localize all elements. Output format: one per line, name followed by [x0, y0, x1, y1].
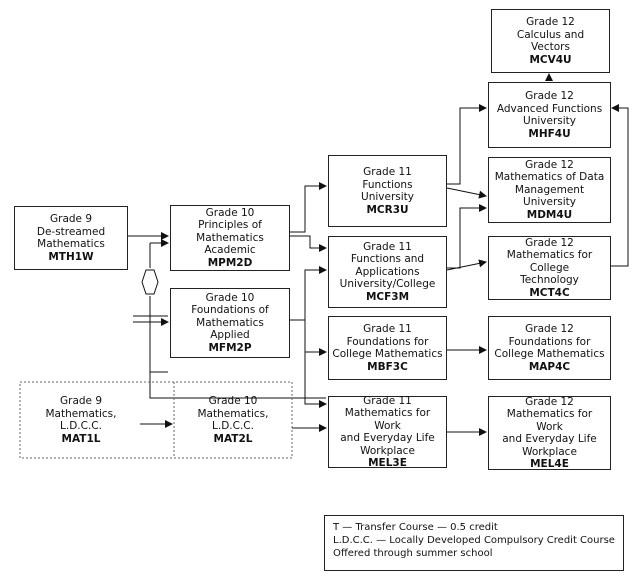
course-code: MDM4U	[526, 208, 573, 221]
course-name-line: Management	[514, 183, 585, 196]
course-mat2l: Grade 10 Mathematics, L.D.C.C. MAT2L	[176, 386, 290, 454]
arrow-mcr3u-mhf4u	[447, 104, 487, 185]
course-grade: Grade 11	[363, 166, 412, 178]
course-mcv4u: Grade 12 Calculus and Vectors MCV4U	[491, 9, 610, 73]
course-mct4c: Grade 12 Mathematics for College Technol…	[488, 236, 611, 300]
course-name-line: Mathematics, L.D.C.C.	[197, 407, 269, 433]
arrow-mcr3u-mdm4u	[446, 187, 487, 199]
arrow-mfm2p-mel3e	[304, 352, 327, 408]
course-name-line: University	[523, 196, 576, 209]
course-code: MFM2P	[208, 341, 252, 354]
course-name-line: Workplace	[522, 445, 577, 458]
course-mhf4u: Grade 12 Advanced Functions University M…	[488, 82, 611, 148]
course-mfm2p: Grade 10 Foundations of Mathematics Appl…	[170, 288, 290, 358]
course-code: MCF3M	[365, 290, 410, 303]
legend-summer: Offered through summer school	[333, 548, 493, 559]
course-name-line: Foundations of	[191, 304, 269, 317]
course-code: MHF4U	[528, 127, 571, 140]
course-grade: Grade 9	[49, 213, 93, 225]
course-grade: Grade 10	[205, 206, 255, 219]
course-grade: Grade 11	[363, 394, 412, 407]
course-name-line: University	[361, 191, 414, 203]
course-name-line: Mathematics	[196, 231, 264, 244]
course-name-line: Functions	[362, 178, 413, 191]
course-code: MAP4C	[528, 360, 571, 373]
course-name-line: De-streamed	[36, 225, 106, 238]
arrow-mfm2p-mel3e-2	[149, 372, 326, 399]
arrow-mcf3m-mdm4u	[447, 204, 487, 269]
arrow-mpm2d-mcf3m	[290, 235, 327, 252]
course-name-line: Mathematics for Work	[344, 407, 431, 432]
course-code: MAT1L	[61, 432, 101, 445]
course-grade: Grade 12	[525, 323, 574, 335]
course-code: MBF3C	[367, 360, 408, 373]
course-name-line: Calculus and	[516, 28, 585, 41]
course-name-line: and Everyday Life	[340, 432, 435, 444]
course-code: MCT4C	[529, 286, 570, 299]
course-name-line: and Everyday Life	[502, 433, 597, 445]
course-map4c: Grade 12 Foundations for College Mathema…	[488, 316, 611, 380]
course-grade: Grade 12	[525, 90, 574, 102]
course-name-line: Mathematics	[37, 238, 105, 250]
course-name-line: Functions and	[350, 253, 425, 266]
course-code: MEL4E	[530, 458, 569, 470]
course-grade: Grade 11	[363, 240, 412, 253]
course-name-line: Vectors	[531, 41, 570, 53]
course-mel3e: Grade 11 Mathematics for Work and Everyd…	[328, 394, 447, 469]
course-mbf3c: Grade 11 Foundations for College Mathema…	[328, 316, 447, 380]
course-name-line: University	[523, 115, 576, 127]
course-name-line: Technology	[520, 274, 579, 287]
course-name-line: Mathematics for College	[506, 249, 593, 274]
course-name-line: Workplace	[360, 444, 415, 457]
course-name-line: Advanced Functions	[496, 102, 603, 115]
course-mdm4u: Grade 12 Mathematics of Data Management …	[488, 157, 611, 223]
course-grade: Grade 12	[525, 236, 574, 249]
arrow-mcf3m-mct4c	[446, 259, 487, 271]
course-code: MPM2D	[207, 256, 253, 269]
course-name-line: Mathematics of Data	[494, 171, 605, 184]
arrow-mct4c-mhf4u	[611, 104, 629, 267]
course-mat1l: Grade 9 Mathematics, L.D.C.C. MAT1L	[24, 386, 138, 454]
arrow-mpm2d-mcr3u	[290, 182, 327, 233]
course-name-line: College Mathematics	[494, 348, 605, 360]
course-name-line: Academic	[204, 244, 256, 257]
legend-transfer: T — Transfer Course — 0.5 credit	[333, 522, 498, 533]
course-grade: Grade 11	[363, 323, 412, 335]
course-grade: Grade 9	[59, 395, 103, 407]
course-name-line: Applied	[210, 329, 250, 342]
course-code: MCV4U	[529, 53, 572, 66]
course-name-line: Mathematics	[196, 316, 264, 329]
course-name-line: Mathematics for Work	[506, 408, 593, 433]
legend: T — Transfer Course — 0.5 credit L.D.C.C…	[324, 515, 624, 571]
course-code: MCR3U	[366, 203, 409, 216]
course-grade: Grade 10	[205, 291, 255, 304]
arrow-mfm2p-mcf3m	[290, 266, 327, 321]
course-name-line: Principles of	[198, 219, 262, 232]
transfer-vertical-line-lower	[149, 296, 168, 373]
transfer-hexagon	[141, 269, 159, 295]
course-grade: Grade 12	[526, 16, 575, 28]
course-grade: Grade 12	[525, 395, 574, 408]
course-name-line: Applications	[355, 265, 420, 278]
course-name-line: College Mathematics	[332, 348, 443, 360]
course-grade: Grade 12	[525, 158, 574, 171]
course-mcr3u: Grade 11 Functions University MCR3U	[328, 155, 447, 227]
course-mpm2d: Grade 10 Principles of Mathematics Acade…	[170, 205, 290, 271]
course-mcf3m: Grade 11 Functions and Applications Univ…	[328, 236, 447, 308]
course-grade: Grade 10	[208, 395, 258, 407]
ldcc-frame	[19, 381, 293, 459]
course-name-line: Foundations for	[508, 335, 591, 348]
course-code: MAT2L	[213, 432, 253, 445]
course-name-line: Mathematics, L.D.C.C.	[45, 407, 117, 433]
course-mel4e: Grade 12 Mathematics for Work and Everyd…	[488, 396, 611, 470]
arrow-mfm2p-mbf3c	[304, 320, 327, 356]
course-name-line: University/College	[339, 278, 436, 291]
course-mth1w: Grade 9 De-streamed Mathematics MTH1W	[14, 206, 128, 270]
course-code: MEL3E	[368, 457, 407, 469]
course-code: MTH1W	[48, 250, 94, 263]
course-name-line: Foundations for	[346, 335, 429, 348]
legend-ldcc: L.D.C.C. — Locally Developed Compulsory …	[333, 535, 615, 546]
